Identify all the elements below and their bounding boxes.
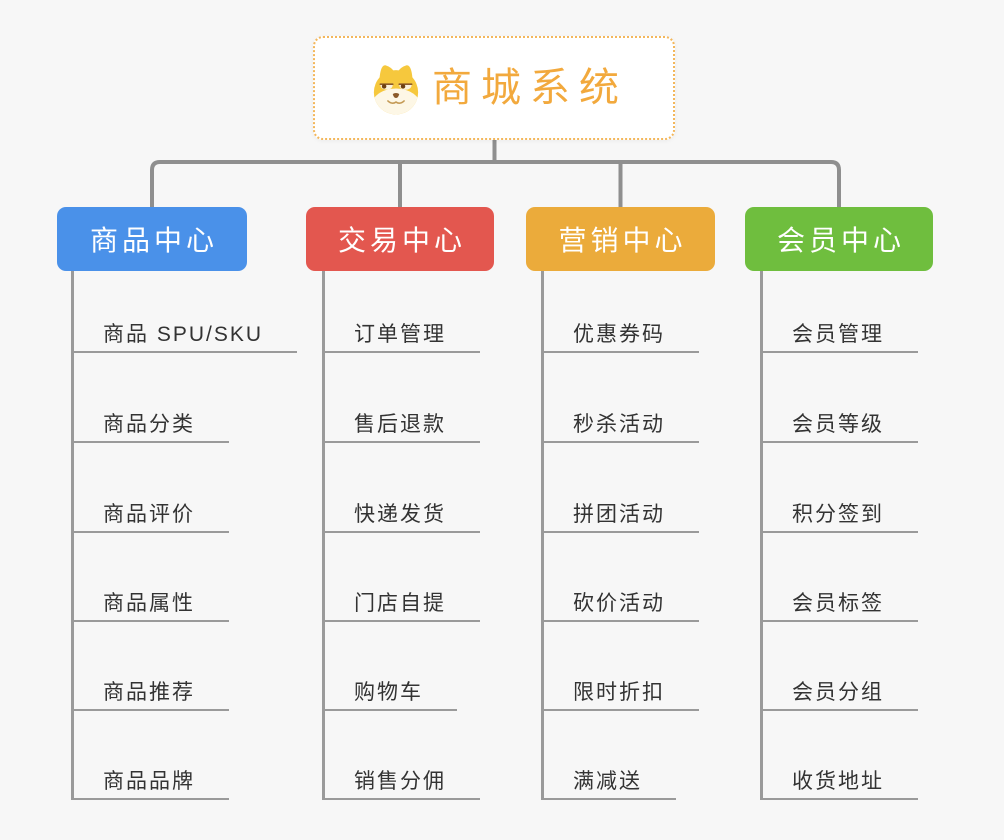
leaf-topic[interactable]: 快递发货	[322, 499, 480, 533]
leaf-topic[interactable]: 优惠券码	[541, 319, 699, 353]
leaf-topic[interactable]: 商品评价	[71, 499, 229, 533]
leaf-topic[interactable]: 售后退款	[322, 409, 480, 443]
leaf-topic[interactable]: 商品 SPU/SKU	[71, 319, 298, 353]
branch-trunk-line	[322, 271, 325, 800]
leaf-topic[interactable]: 订单管理	[322, 319, 480, 353]
branch-topic-3[interactable]: 营销中心	[526, 207, 715, 271]
leaf-topic[interactable]: 购物车	[322, 677, 457, 711]
leaf-topic[interactable]: 秒杀活动	[541, 409, 699, 443]
leaf-topic[interactable]: 商品分类	[71, 409, 229, 443]
branch-trunk-line	[541, 271, 544, 800]
root-topic-title: 商城系统	[432, 66, 628, 110]
doge-dog-icon	[373, 65, 419, 115]
leaf-topic[interactable]: 拼团活动	[541, 499, 699, 533]
leaf-topic[interactable]: 销售分佣	[322, 766, 480, 800]
leaf-topic[interactable]: 会员管理	[760, 319, 918, 353]
leaf-topic[interactable]: 门店自提	[322, 588, 480, 622]
branch-topic-4[interactable]: 会员中心	[745, 207, 933, 271]
branch-topic-1[interactable]: 商品中心	[57, 207, 247, 271]
leaf-topic[interactable]: 收货地址	[760, 766, 918, 800]
branch-topic-2[interactable]: 交易中心	[306, 207, 494, 271]
branch-trunk-line	[760, 271, 763, 800]
branch-trunk-line	[71, 271, 74, 800]
leaf-topic[interactable]: 商品属性	[71, 588, 229, 622]
leaf-topic[interactable]: 会员分组	[760, 677, 918, 711]
leaf-topic[interactable]: 满减送	[541, 766, 676, 800]
root-topic[interactable]: 商城系统	[313, 36, 675, 140]
leaf-topic[interactable]: 积分签到	[760, 499, 918, 533]
leaf-topic[interactable]: 商品品牌	[71, 766, 229, 800]
leaf-topic[interactable]: 砍价活动	[541, 588, 699, 622]
leaf-topic[interactable]: 会员等级	[760, 409, 918, 443]
leaf-topic[interactable]: 会员标签	[760, 588, 918, 622]
leaf-topic[interactable]: 商品推荐	[71, 677, 229, 711]
leaf-topic[interactable]: 限时折扣	[541, 677, 699, 711]
